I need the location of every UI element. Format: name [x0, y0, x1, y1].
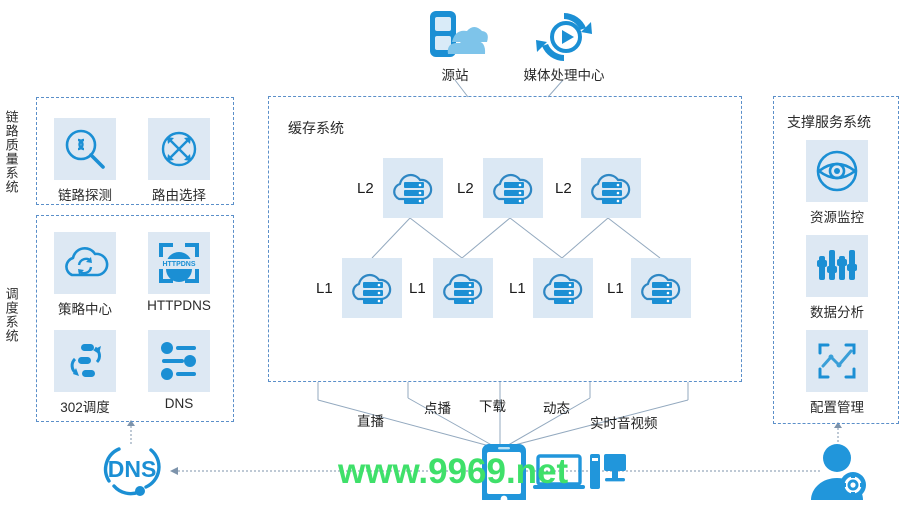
- scheduling-side-label: 调度系统: [3, 287, 19, 343]
- link-quality-side-label: 链路质量系统: [3, 110, 19, 194]
- redirect-302-tile[interactable]: [54, 330, 116, 392]
- cloud-server-icon: [352, 273, 392, 304]
- resource-monitor-caption: 资源监控: [810, 210, 864, 225]
- cache-node-l1[interactable]: [433, 258, 493, 318]
- cache-node-l2[interactable]: [483, 158, 543, 218]
- policy-center-caption: 策略中心: [58, 302, 112, 317]
- origin-label: 源站: [441, 68, 469, 83]
- config-chart-icon: [818, 343, 856, 379]
- dns-tile[interactable]: [148, 330, 210, 392]
- watermark-text: www.9969.net: [338, 452, 569, 491]
- cache-node-l2-label: L2: [457, 180, 474, 197]
- flow-label-live: 直播: [357, 414, 384, 429]
- flow-label-rtc: 实时音视频: [590, 416, 658, 431]
- svg-text:DNS: DNS: [108, 456, 157, 482]
- analytics-sliders-icon: [817, 250, 857, 280]
- httpdns-bracket-icon: HTTPDNS: [159, 243, 199, 283]
- route-select-caption: 路由选择: [152, 188, 206, 203]
- media-play-refresh-icon: [535, 8, 593, 71]
- policy-center-tile[interactable]: [54, 232, 116, 294]
- config-management-tile[interactable]: [806, 330, 868, 392]
- data-analytics-tile[interactable]: [806, 235, 868, 297]
- cache-node-l1-label: L1: [409, 280, 426, 297]
- link-probe-caption: 链路探测: [58, 188, 112, 203]
- flow-label-download: 下载: [479, 399, 506, 414]
- cache-node-l1[interactable]: [533, 258, 593, 318]
- flow-label-vod: 点播: [424, 401, 451, 416]
- dns-caption: DNS: [164, 396, 194, 411]
- data-analytics-caption: 数据分析: [810, 305, 864, 320]
- svg-text:HTTPDNS: HTTPDNS: [162, 261, 195, 268]
- client-devices-icon[interactable]: [478, 444, 626, 505]
- scheduling-group-box: [36, 215, 234, 422]
- cache-node-l1-label: L1: [316, 280, 333, 297]
- cloud-server-icon: [641, 273, 681, 304]
- media-label: 媒体处理中心: [523, 68, 605, 83]
- support-system-title: 支撑服务系统: [787, 114, 871, 130]
- redirect-302-icon: [70, 344, 101, 377]
- cache-node-l2-label: L2: [555, 180, 572, 197]
- config-management-caption: 配置管理: [810, 400, 864, 415]
- cloud-server-icon: [543, 273, 583, 304]
- cache-node-l1-label: L1: [509, 280, 526, 297]
- dns-sliders-icon: [161, 342, 196, 380]
- cache-node-l2-label: L2: [357, 180, 374, 197]
- dns-circle-icon[interactable]: DNS: [96, 441, 168, 504]
- link-probe-tile[interactable]: [54, 118, 116, 180]
- resource-monitor-tile[interactable]: [806, 140, 868, 202]
- cache-node-l1-label: L1: [607, 280, 624, 297]
- origin-server-cloud-icon: [422, 8, 488, 75]
- eye-monitor-icon: [816, 150, 858, 192]
- flow-label-dynamic: 动态: [543, 401, 570, 416]
- policy-cloud-refresh-icon: [65, 247, 109, 277]
- cache-node-l1[interactable]: [631, 258, 691, 318]
- httpdns-caption: HTTPDNS: [147, 298, 211, 313]
- route-select-tile[interactable]: [148, 118, 210, 180]
- cloud-server-icon: [493, 173, 533, 204]
- cache-node-l2[interactable]: [581, 158, 641, 218]
- cache-system-box: [268, 96, 742, 382]
- httpdns-tile[interactable]: HTTPDNS: [148, 232, 210, 294]
- link-probe-magnifier-icon: [65, 129, 105, 169]
- cloud-server-icon: [443, 273, 483, 304]
- cloud-server-icon: [591, 173, 631, 204]
- cache-node-l1[interactable]: [342, 258, 402, 318]
- cloud-server-icon: [393, 173, 433, 204]
- cache-system-title: 缓存系统: [288, 120, 344, 136]
- link-quality-group-box: [36, 97, 234, 205]
- user-gear-icon[interactable]: [806, 442, 872, 505]
- route-select-arrows-icon: [161, 131, 197, 167]
- redirect-302-caption: 302调度: [60, 400, 110, 415]
- cache-node-l2[interactable]: [383, 158, 443, 218]
